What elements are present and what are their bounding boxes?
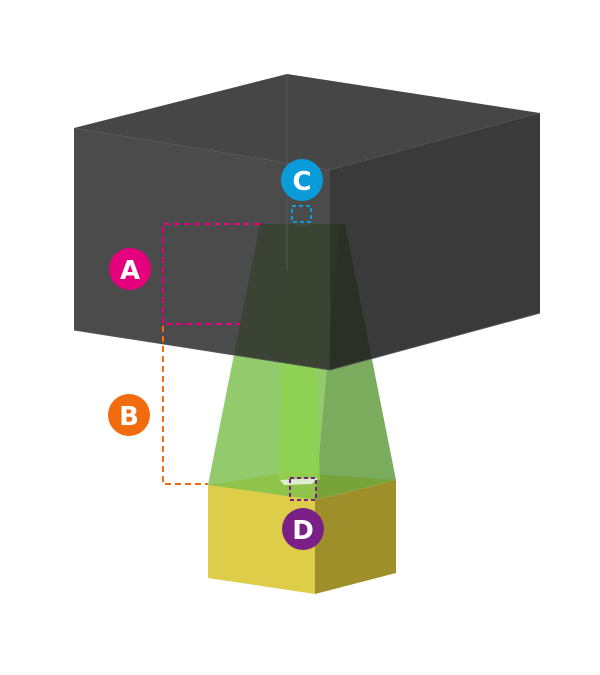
d-dashed-box	[289, 477, 317, 501]
c-dashed-box	[291, 205, 312, 223]
label-a: A	[109, 248, 151, 290]
label-c-text: C	[292, 167, 311, 197]
label-d-text: D	[292, 516, 314, 546]
label-a-text: A	[120, 256, 140, 286]
label-c: C	[281, 159, 323, 201]
label-d: D	[282, 508, 324, 550]
dark-box	[73, 74, 541, 371]
label-b-text: B	[119, 402, 139, 432]
label-b: B	[108, 394, 150, 436]
b-dashed-guide	[162, 326, 208, 485]
a-dashed-guide	[162, 223, 260, 325]
